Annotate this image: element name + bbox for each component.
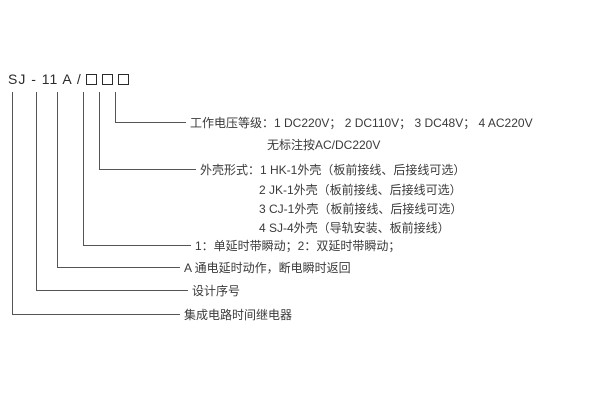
label-delay-modes: 1：单延时带瞬动；2：双延时带瞬动； [195,239,401,253]
connector-shell-line [99,92,196,170]
model-box-1 [85,73,97,85]
label-shell-option-4: 4 SJ-4外壳（导轨安装、板前接线） [259,221,450,235]
model-box-2 [101,73,113,85]
label-voltage-grades: 工作电压等级：1 DC220V； 2 DC110V； 3 DC48V； 4 AC… [190,116,533,130]
connector-voltage-line [115,92,186,123]
connector-serial-line [36,92,188,291]
label-product-name: 集成电路时间继电器 [184,308,293,322]
label-shell-option-1: 外壳形式：1 HK-1外壳（板前接线、后接线可选） [200,163,466,177]
model-code: SJ - 11 A / [8,70,134,88]
connector-name-line [12,92,180,315]
label-shell-option-2: 2 JK-1外壳（板前接线、后接线可选） [259,183,462,197]
model-code-text: SJ - 11 A / [8,71,82,87]
model-box-3 [117,73,129,85]
connector-delay-line [83,92,191,246]
label-design-serial: 设计序号 [192,284,241,298]
label-shell-option-3: 3 CJ-1外壳（板前接线、后接线可选） [259,202,463,216]
label-voltage-default: 无标注按AC/DC220V [267,138,381,152]
connector-action-line [57,92,180,268]
label-action-mode: A 通电延时动作，断电瞬时返回 [184,261,351,275]
